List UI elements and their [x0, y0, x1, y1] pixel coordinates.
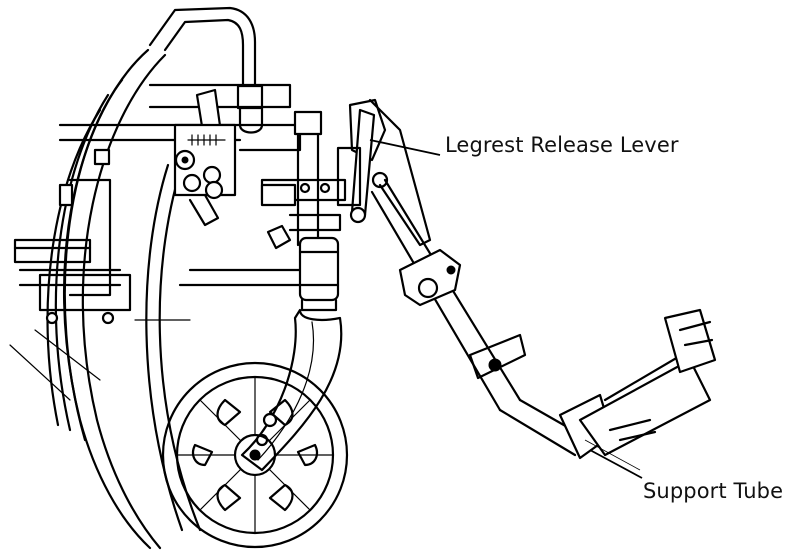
- caster-wheel: [161, 361, 349, 549]
- callout-legrest-release-lever: Legrest Release Lever: [445, 133, 679, 157]
- front-post: [260, 110, 347, 250]
- leader-support-tube: [589, 449, 643, 479]
- leader-support-tube-hairline: [584, 439, 641, 471]
- side-frame-detail: [9, 148, 132, 401]
- support-tube-footplate: [498, 308, 717, 460]
- callout-support-tube: Support Tube: [643, 479, 784, 503]
- brake-cluster: [173, 88, 237, 227]
- legrest-clamps: [398, 248, 527, 380]
- legrest-hanger: [336, 98, 522, 412]
- caster-fork: [240, 236, 343, 472]
- leader-legrest-release-lever: [369, 139, 441, 156]
- seat-frame: [13, 83, 302, 287]
